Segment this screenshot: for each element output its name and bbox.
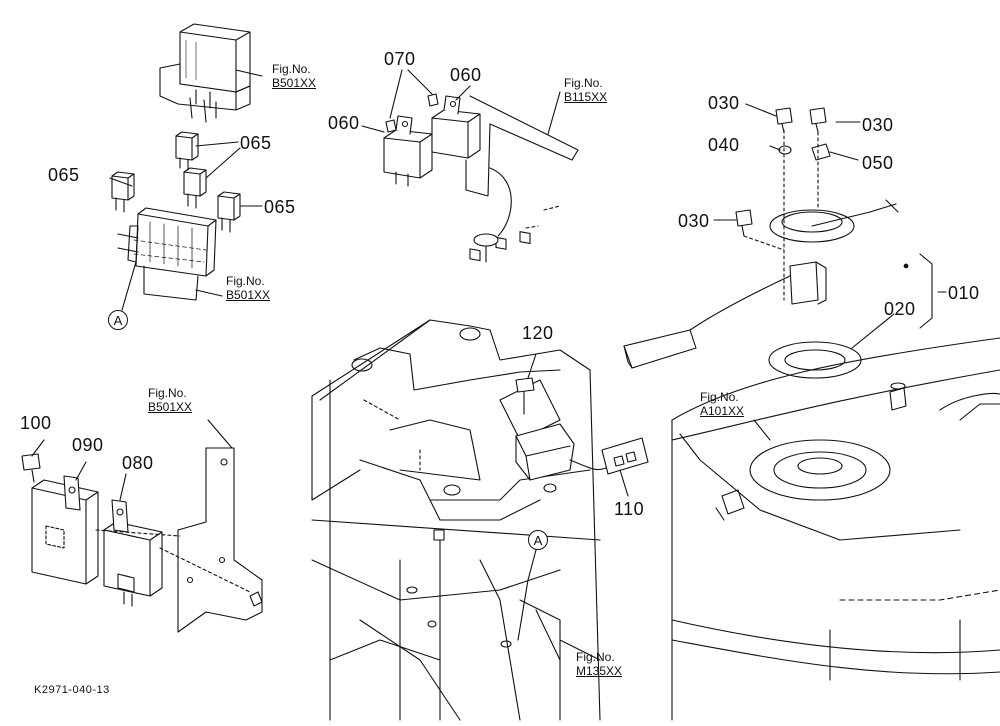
part-number-065: 065 bbox=[264, 197, 296, 217]
leader-line bbox=[109, 141, 263, 207]
fuel-sender-flange bbox=[769, 199, 899, 243]
relay-060-left bbox=[383, 115, 433, 187]
relay-small-065-mid bbox=[183, 167, 207, 209]
screws-030 bbox=[735, 107, 827, 237]
gasket-020 bbox=[768, 341, 862, 379]
fuel-tank bbox=[671, 337, 1000, 721]
leader-line bbox=[619, 469, 629, 497]
part-number-010: 010 bbox=[948, 283, 980, 303]
bolt-120 bbox=[515, 377, 535, 415]
relay-060-right bbox=[431, 95, 481, 159]
controller-110 bbox=[515, 423, 649, 481]
callout-marker-a: A bbox=[528, 530, 548, 550]
figure-reference: Fig.No.B501XX bbox=[272, 62, 317, 90]
leader-line bbox=[535, 609, 561, 661]
part-number-030: 030 bbox=[708, 93, 740, 113]
part-number-050: 050 bbox=[862, 153, 894, 173]
part-number-080: 080 bbox=[122, 453, 154, 473]
relay-large-topleft bbox=[159, 23, 251, 123]
part-number-065: 065 bbox=[240, 133, 272, 153]
leader-line bbox=[753, 419, 771, 441]
leader-line bbox=[527, 353, 537, 379]
part-number-020: 020 bbox=[884, 299, 916, 319]
bolt-100 bbox=[21, 453, 41, 483]
leader-line bbox=[235, 69, 263, 77]
leader-line bbox=[713, 103, 861, 221]
assembly-line bbox=[743, 129, 819, 301]
figure-reference: Fig.No.B501XX bbox=[148, 386, 193, 414]
part-number-100: 100 bbox=[20, 413, 52, 433]
callout-marker-a: A bbox=[108, 310, 128, 330]
relay-090 bbox=[31, 475, 99, 585]
part-number-070: 070 bbox=[384, 49, 416, 69]
relay-holder bbox=[117, 207, 217, 301]
main-frame bbox=[311, 319, 601, 721]
terminal-050 bbox=[811, 143, 831, 161]
relay-small-065-top bbox=[175, 131, 199, 171]
leader-line bbox=[851, 313, 895, 349]
leader-line bbox=[547, 91, 561, 135]
leader-line bbox=[31, 439, 127, 501]
leader-line bbox=[361, 69, 471, 133]
leader-line bbox=[517, 549, 537, 641]
drawing-code: K2971-040-13 bbox=[34, 684, 110, 696]
bolts-070 bbox=[385, 93, 439, 133]
part-number-090: 090 bbox=[72, 435, 104, 455]
relay-small-065-right bbox=[217, 191, 241, 233]
figure-reference: Fig.No.A101XX bbox=[700, 390, 745, 418]
float-arm bbox=[623, 261, 827, 369]
bracket-b115 bbox=[465, 95, 579, 263]
figure-reference: Fig.No.M135XX bbox=[576, 650, 623, 678]
figure-reference: Fig.No.B115XX bbox=[564, 76, 608, 104]
part-number-060: 060 bbox=[450, 65, 482, 85]
figure-reference: Fig.No.B501XX bbox=[226, 274, 271, 302]
part-number-040: 040 bbox=[708, 135, 740, 155]
washer-040 bbox=[778, 145, 792, 155]
part-number-030: 030 bbox=[862, 115, 894, 135]
assembly-dot bbox=[903, 263, 909, 269]
part-number-120: 120 bbox=[522, 323, 554, 343]
part-number-065: 065 bbox=[48, 165, 80, 185]
mounting-bracket-b501 bbox=[95, 447, 263, 633]
leader-line bbox=[207, 419, 233, 449]
relay-080 bbox=[103, 499, 163, 607]
bracket-010 bbox=[919, 253, 933, 329]
part-number-060: 060 bbox=[328, 113, 360, 133]
part-number-110: 110 bbox=[614, 499, 645, 519]
part-number-030: 030 bbox=[678, 211, 710, 231]
relay-small-065-left bbox=[111, 171, 135, 213]
leader-line bbox=[121, 261, 223, 311]
